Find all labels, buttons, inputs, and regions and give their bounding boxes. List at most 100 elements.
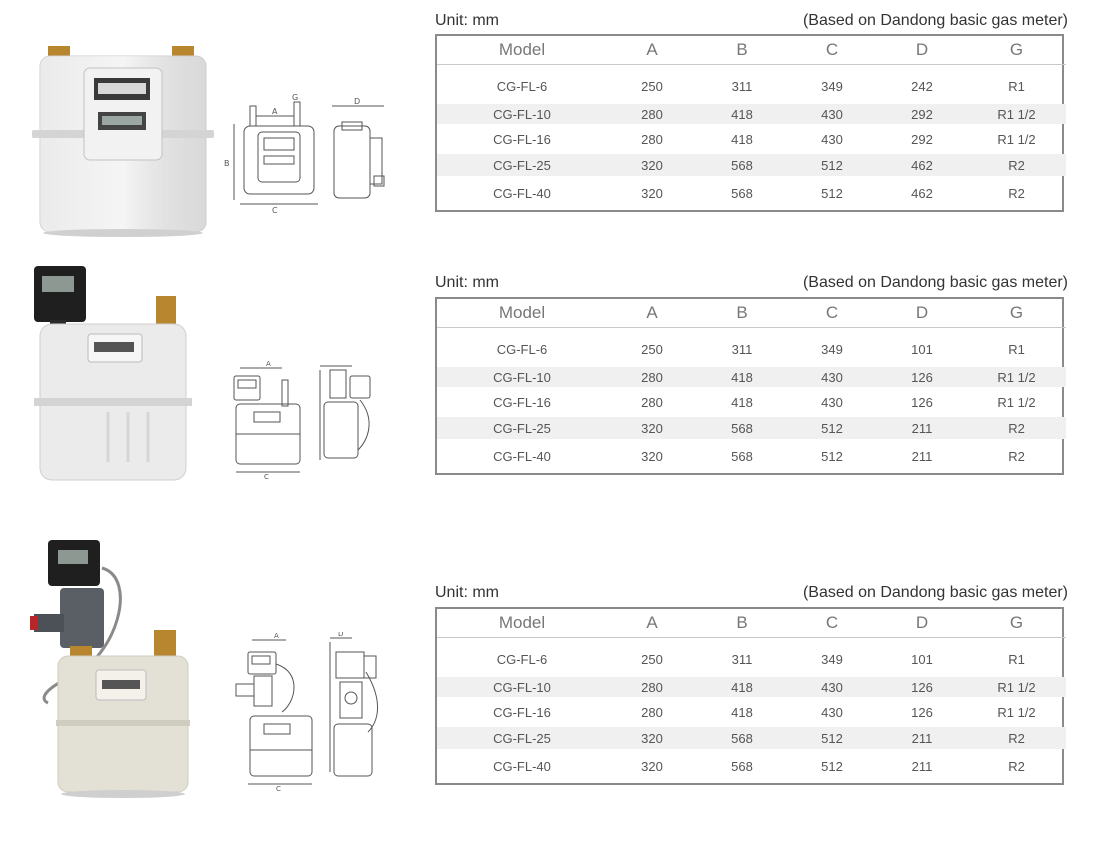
spec-table: Model A B C D G CG-FL-6 250 311 349 101 … <box>437 299 1066 473</box>
cell-d: 292 <box>911 131 933 147</box>
cell-model: CG-FL-6 <box>496 341 548 357</box>
cell-model: CG-FL-10 <box>437 367 607 387</box>
header-b: B <box>697 609 787 638</box>
cell-d: 101 <box>911 341 933 357</box>
table-row: CG-FL-25 320 568 512 462 R2 <box>437 154 1066 176</box>
cell-g: R2 <box>967 417 1066 439</box>
table-row: CG-FL-25 320 568 512 211 R2 <box>437 727 1066 749</box>
cell-a: 320 <box>607 154 697 176</box>
cell-d: 242 <box>911 78 933 94</box>
cell-g: R1 1/2 <box>997 394 1036 410</box>
label-c: C <box>276 785 281 792</box>
table-row: CG-FL-10 280 418 430 126 R1 1/2 <box>437 677 1066 697</box>
gas-meter-photo-1 <box>28 40 218 240</box>
cell-a: 280 <box>641 394 663 410</box>
header-c: C <box>787 609 877 638</box>
table-row: CG-FL-10 280 418 430 126 R1 1/2 <box>437 367 1066 387</box>
basis-note: (Based on Dandong basic gas meter) <box>802 584 1068 601</box>
cell-a: 250 <box>641 341 663 357</box>
cell-b: 311 <box>731 651 753 667</box>
cell-g: R1 1/2 <box>967 367 1066 387</box>
cell-b: 418 <box>731 704 753 720</box>
cell-c: 512 <box>821 448 843 464</box>
table-row: CG-FL-40 320 568 512 462 R2 <box>437 176 1066 210</box>
cell-model: CG-FL-40 <box>493 448 551 464</box>
unit-label: Unit: mm <box>435 274 499 291</box>
dimension-drawing-side-1: D <box>328 96 392 206</box>
cell-b: 418 <box>731 131 753 147</box>
cell-g: R2 <box>1008 185 1025 201</box>
cell-b: 568 <box>697 417 787 439</box>
spec-table: Model A B C D G CG-FL-6 250 311 349 242 … <box>437 36 1066 210</box>
cell-g: R2 <box>1008 758 1025 774</box>
cell-model: CG-FL-40 <box>493 185 551 201</box>
gas-meter-photo-2 <box>28 262 198 484</box>
cell-a: 280 <box>641 131 663 147</box>
header-a: A <box>607 36 697 65</box>
header-model: Model <box>437 609 607 638</box>
caption-row-1: Unit: mm (Based on Dandong basic gas met… <box>435 8 1068 30</box>
unit-label: Unit: mm <box>435 584 499 601</box>
table-header-row: Model A B C D G <box>437 609 1066 638</box>
cell-d: 101 <box>911 651 933 667</box>
cell-b: 311 <box>731 78 753 94</box>
cell-d: 126 <box>911 394 933 410</box>
table-row: CG-FL-25 320 568 512 211 R2 <box>437 417 1066 439</box>
cell-a: 250 <box>641 78 663 94</box>
header-d: D <box>877 609 967 638</box>
cell-d: 462 <box>877 154 967 176</box>
spec-table-3: Model A B C D G CG-FL-6 250 311 349 101 … <box>435 607 1066 785</box>
cell-a: 320 <box>607 417 697 439</box>
table-row: CG-FL-10 280 418 430 292 R1 1/2 <box>437 104 1066 124</box>
header-model: Model <box>437 299 607 328</box>
table-header-row: Model A B C D G <box>437 299 1066 328</box>
cell-c: 512 <box>787 417 877 439</box>
spec-table-2: Model A B C D G CG-FL-6 250 311 349 101 … <box>435 297 1066 475</box>
header-a: A <box>607 609 697 638</box>
label-b: B <box>224 159 230 168</box>
cell-d: 126 <box>877 677 967 697</box>
dimension-drawing-front-2: A C <box>226 360 306 480</box>
cell-model: CG-FL-10 <box>437 104 607 124</box>
cell-d: 211 <box>911 448 933 464</box>
cell-b: 418 <box>697 677 787 697</box>
cell-b: 418 <box>697 104 787 124</box>
cell-model: CG-FL-25 <box>437 417 607 439</box>
cell-g: R1 <box>1008 651 1025 667</box>
cell-g: R2 <box>967 727 1066 749</box>
dimension-drawing-front-3: A C <box>230 632 320 792</box>
cell-d: 462 <box>911 185 933 201</box>
cell-a: 280 <box>607 677 697 697</box>
cell-c: 430 <box>821 394 843 410</box>
caption-row-2: Unit: mm (Based on Dandong basic gas met… <box>435 270 1068 292</box>
basis-note: (Based on Dandong basic gas meter) <box>802 274 1068 291</box>
cell-c: 349 <box>821 78 843 94</box>
cell-c: 512 <box>787 154 877 176</box>
spec-table: Model A B C D G CG-FL-6 250 311 349 101 … <box>437 609 1066 783</box>
basis-note: (Based on Dandong basic gas meter) <box>802 12 1068 29</box>
table-row: CG-FL-16 280 418 430 126 R1 1/2 <box>437 387 1066 417</box>
cell-g: R1 1/2 <box>967 677 1066 697</box>
label-d: D <box>354 97 360 106</box>
table-row: CG-FL-6 250 311 349 101 R1 <box>437 638 1066 678</box>
cell-b: 568 <box>731 448 753 464</box>
cell-g: R2 <box>967 154 1066 176</box>
table-row: CG-FL-16 280 418 430 292 R1 1/2 <box>437 124 1066 154</box>
table-header-row: Model A B C D G <box>437 36 1066 65</box>
label-a: A <box>274 632 279 640</box>
cell-a: 280 <box>607 367 697 387</box>
cell-a: 320 <box>641 448 663 464</box>
table-row: CG-FL-16 280 418 430 126 R1 1/2 <box>437 697 1066 727</box>
cell-model: CG-FL-10 <box>437 677 607 697</box>
label-a: A <box>266 360 271 368</box>
cell-b: 418 <box>697 367 787 387</box>
cell-g: R1 <box>1008 341 1025 357</box>
gas-meter-photo-3 <box>28 538 198 800</box>
cell-model: CG-FL-25 <box>437 727 607 749</box>
cell-d: 126 <box>877 367 967 387</box>
cell-d: 126 <box>911 704 933 720</box>
table-row: CG-FL-40 320 568 512 211 R2 <box>437 439 1066 473</box>
cell-model: CG-FL-16 <box>493 394 551 410</box>
cell-c: 430 <box>787 104 877 124</box>
cell-b: 568 <box>697 727 787 749</box>
